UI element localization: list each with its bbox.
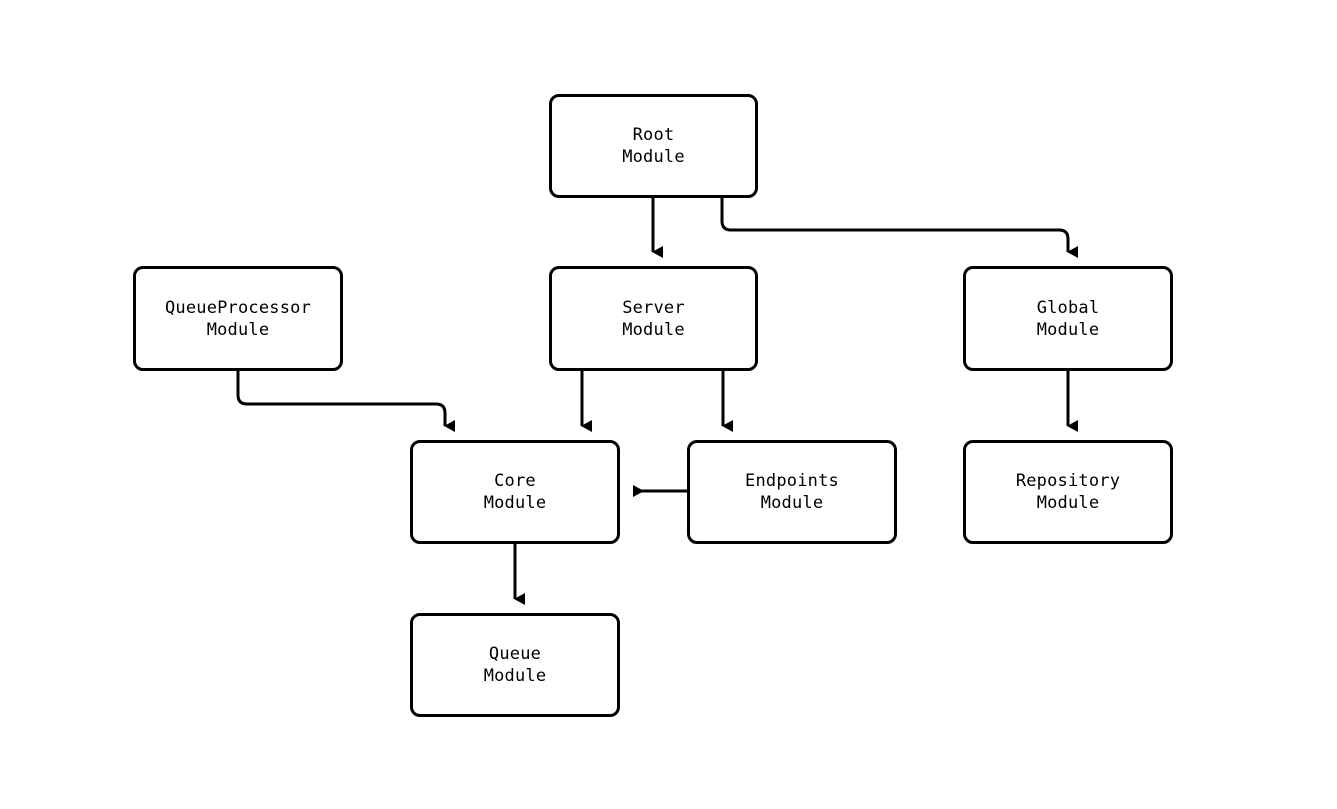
node-queueprocessor-module-line1: QueueProcessor <box>164 297 312 318</box>
node-queueprocessor-module-line2: Module <box>206 319 270 340</box>
edge-root-to-global <box>720 198 1078 258</box>
node-queue-module-line1: Queue <box>488 644 542 664</box>
node-repository-module[interactable]: Repository Module <box>963 440 1173 544</box>
node-server-module-line1: Server <box>622 297 685 318</box>
node-server-module[interactable]: Server Module <box>549 266 758 371</box>
node-core-module[interactable]: Core Module <box>410 440 620 544</box>
node-endpoints-module[interactable]: Endpoints Module <box>687 440 897 544</box>
node-queue-module[interactable]: Queue Module <box>410 613 620 717</box>
node-global-module-line1: Global <box>1036 297 1100 318</box>
node-root-module[interactable]: Root Module <box>549 94 758 198</box>
node-core-module-line2: Module <box>483 493 547 513</box>
node-server-module-line2: Module <box>622 319 685 340</box>
node-root-module-line1: Root <box>632 125 675 145</box>
edge-queueprocessor-to-core <box>236 371 455 432</box>
node-queue-module-line2: Module <box>483 666 547 686</box>
node-root-module-line2: Module <box>622 147 685 167</box>
node-core-module-line1: Core <box>494 471 536 491</box>
node-global-module[interactable]: Global Module <box>963 266 1173 371</box>
node-repository-module-line2: Module <box>1036 493 1100 513</box>
node-endpoints-module-line1: Endpoints <box>745 471 839 491</box>
node-global-module-line2: Module <box>1036 319 1100 340</box>
node-endpoints-module-line2: Module <box>760 493 824 513</box>
node-queueprocessor-module[interactable]: QueueProcessor Module <box>133 266 343 371</box>
node-repository-module-line1: Repository <box>1015 471 1121 491</box>
